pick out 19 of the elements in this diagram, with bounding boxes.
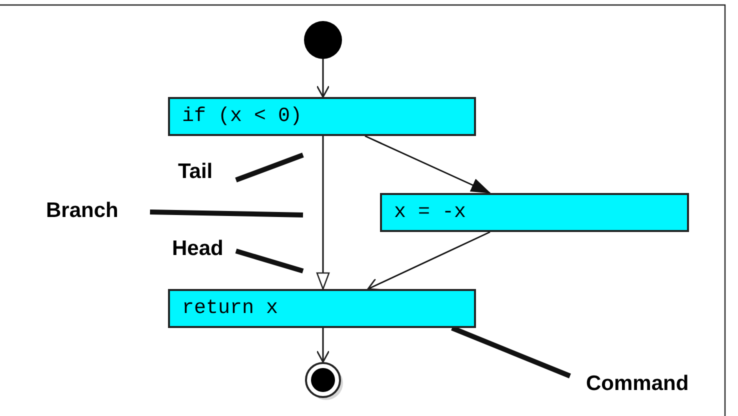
- arrow: [316, 328, 330, 363]
- leader-line: [150, 210, 304, 218]
- process-box: [168, 289, 476, 328]
- process-box: [380, 193, 689, 232]
- annotation-label: Command: [570, 370, 716, 398]
- arrow: [316, 59, 330, 98]
- annotation-label: Head: [172, 235, 236, 263]
- leader-line: [235, 152, 304, 182]
- code-text: x = -x: [394, 201, 466, 224]
- arrow: [367, 231, 490, 291]
- leader-line: [235, 248, 304, 274]
- annotation-label: Branch: [46, 197, 150, 225]
- arrow: [364, 135, 491, 194]
- arrow: [316, 136, 330, 290]
- leader-line: [451, 326, 571, 378]
- code-text: return x: [182, 297, 278, 320]
- annotation-label: Tail: [178, 158, 236, 186]
- process-box: [168, 97, 476, 136]
- code-text: if (x < 0): [182, 105, 302, 128]
